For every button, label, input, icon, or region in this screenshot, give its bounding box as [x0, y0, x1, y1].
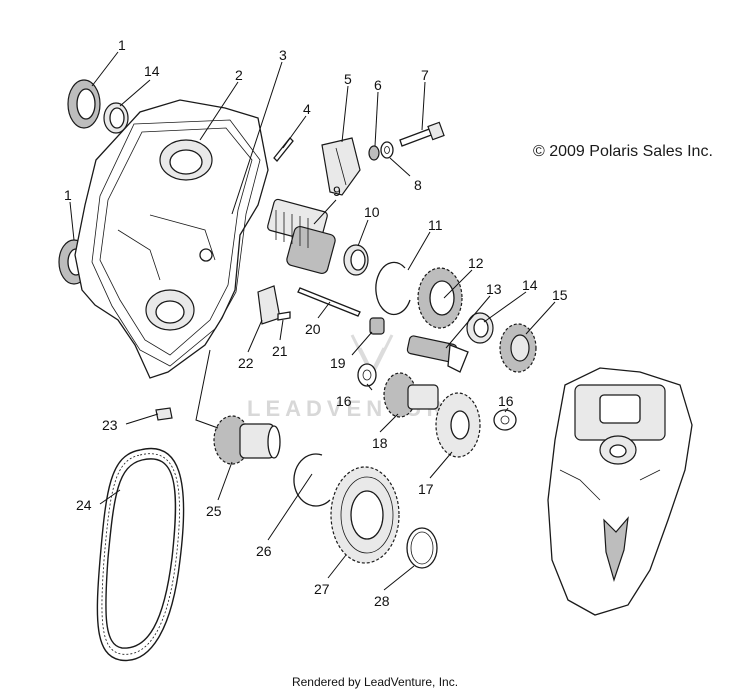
callout-22: 22 [238, 355, 254, 371]
washer-part-16-right [493, 409, 517, 431]
callout-1-lower: 1 [64, 187, 72, 203]
gear-part-18 [383, 372, 439, 418]
callout-4: 4 [303, 101, 311, 117]
ring-part-14-right [466, 312, 494, 344]
callout-24: 24 [76, 497, 92, 513]
callout-18: 18 [372, 435, 388, 451]
callout-2: 2 [235, 67, 243, 83]
gear-part-15 [499, 323, 537, 373]
callout-11: 11 [428, 217, 443, 233]
gear-part-27 [330, 466, 400, 564]
callout-16-mid: 16 [336, 393, 352, 409]
callout-17: 17 [418, 481, 434, 497]
tensioner-part-5 [321, 137, 361, 196]
callout-23: 23 [102, 417, 118, 433]
callout-12: 12 [468, 255, 484, 271]
callout-7: 7 [421, 67, 429, 83]
callout-28: 28 [374, 593, 390, 609]
callout-9: 9 [333, 183, 341, 199]
callout-13: 13 [486, 281, 502, 297]
pin-part-4 [273, 137, 294, 162]
washer-part-6 [368, 145, 380, 161]
shifter-part-13 [406, 335, 469, 373]
callout-14-right: 14 [522, 277, 538, 293]
callout-16-right: 16 [498, 393, 514, 409]
gear-part-12 [417, 267, 463, 329]
callout-10: 10 [364, 204, 380, 220]
callout-5: 5 [344, 71, 352, 87]
washer-part-8 [380, 141, 394, 159]
callout-19: 19 [330, 355, 346, 371]
snap-ring-part-28 [406, 527, 438, 569]
shaft-part-9 [267, 198, 336, 275]
snap-ring-part-11 [375, 261, 411, 316]
bolt-part-7 [399, 121, 445, 147]
plug-part-23 [155, 407, 173, 421]
rod-part-20 [297, 287, 361, 317]
callout-26: 26 [256, 543, 272, 559]
callout-14-top: 14 [144, 63, 160, 79]
gear-part-17 [435, 392, 481, 458]
callout-27: 27 [314, 581, 330, 597]
seal-part-1-top [67, 79, 101, 129]
callout-8: 8 [414, 177, 422, 193]
bearing-part-19 [369, 317, 385, 335]
callout-labels: 1 14 2 3 4 5 6 7 8 1 9 10 11 12 13 14 15… [64, 37, 568, 609]
snap-ring-part-26 [293, 453, 331, 507]
washer-part-16-mid [357, 363, 377, 387]
ring-part-14-top [103, 102, 129, 134]
callout-1-top: 1 [118, 37, 126, 53]
copyright-notice: © 2009 Polaris Sales Inc. [533, 143, 713, 160]
callout-3: 3 [279, 47, 287, 63]
callout-25: 25 [206, 503, 222, 519]
plate-part-22 [257, 285, 281, 325]
leader-lines [69, 51, 556, 591]
chain-belt-part-24 [96, 447, 185, 662]
callout-6: 6 [374, 77, 382, 93]
assembled-housing-overview [547, 367, 693, 616]
bushing-part-10 [343, 244, 369, 276]
callout-21: 21 [272, 343, 288, 359]
gearcase-housing-part-2 [74, 99, 269, 379]
screw-part-21 [277, 311, 291, 321]
callout-15: 15 [552, 287, 568, 303]
sprocket-part-25 [213, 415, 281, 465]
footer-credit: Rendered by LeadVenture, Inc. [291, 675, 459, 689]
callout-20: 20 [305, 321, 321, 337]
